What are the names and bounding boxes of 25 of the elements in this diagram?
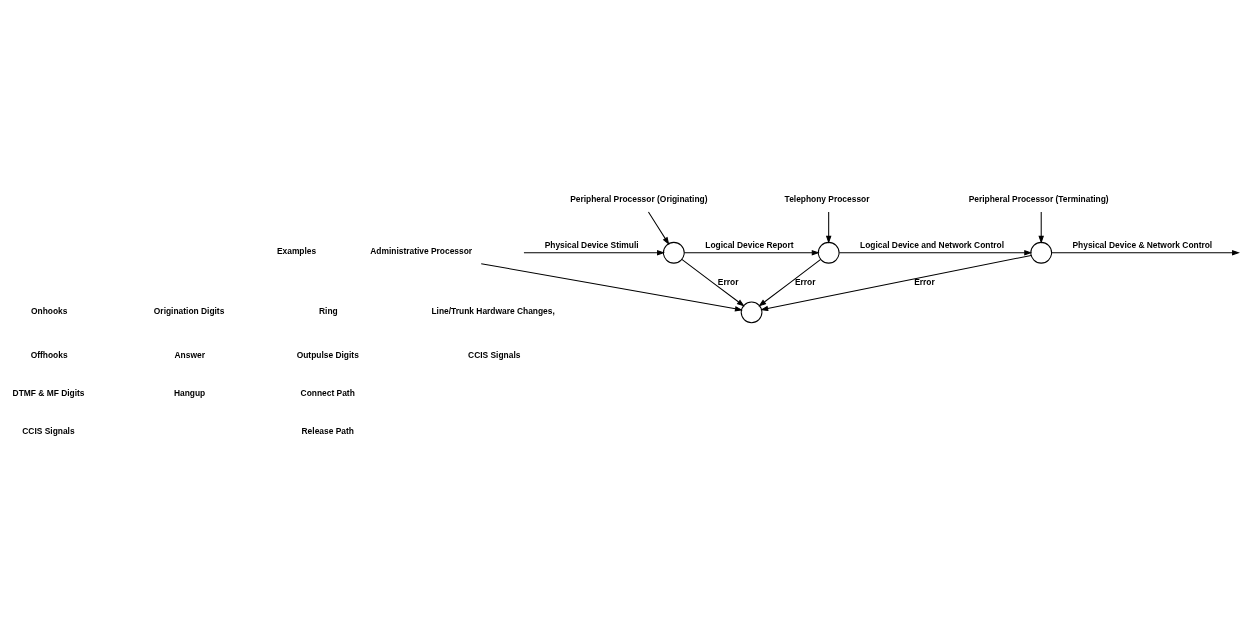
label: Hangup xyxy=(173,388,206,399)
label: Ring xyxy=(319,305,338,316)
label: Line/Trunk Hardware Changes, xyxy=(431,305,555,316)
label: Answer xyxy=(174,349,205,360)
node-text: Telephony Processor xyxy=(784,193,870,204)
edge-label: Logical Device Report xyxy=(705,239,794,250)
label: Outpulse Digits xyxy=(296,349,359,360)
node-text: Administrative Processor xyxy=(370,246,473,257)
edge-label: Logical Device and Network Control xyxy=(860,239,1004,250)
node-text: Peripheral Processor (Terminating) xyxy=(968,193,1109,204)
edge-label: Physical Device Stimuli xyxy=(544,239,639,250)
label: Examples xyxy=(276,246,317,257)
label: DTMF & MF Digits xyxy=(12,388,85,399)
edge-label: Error xyxy=(914,276,935,287)
edge-label: Error xyxy=(794,276,816,287)
label: CCIS Signals xyxy=(468,349,521,360)
label: CCIS Signals xyxy=(22,426,75,437)
node-text: Peripheral Processor (Originating) xyxy=(570,193,708,204)
label: Origination Digits xyxy=(153,305,225,316)
edge-label: Error xyxy=(717,276,739,287)
label: Release Path xyxy=(301,426,354,437)
label: Onhooks xyxy=(31,305,68,316)
edge-label: Physical Device & Network Control xyxy=(1072,239,1213,250)
label: Connect Path xyxy=(300,388,355,399)
label: Offhooks xyxy=(30,349,68,360)
